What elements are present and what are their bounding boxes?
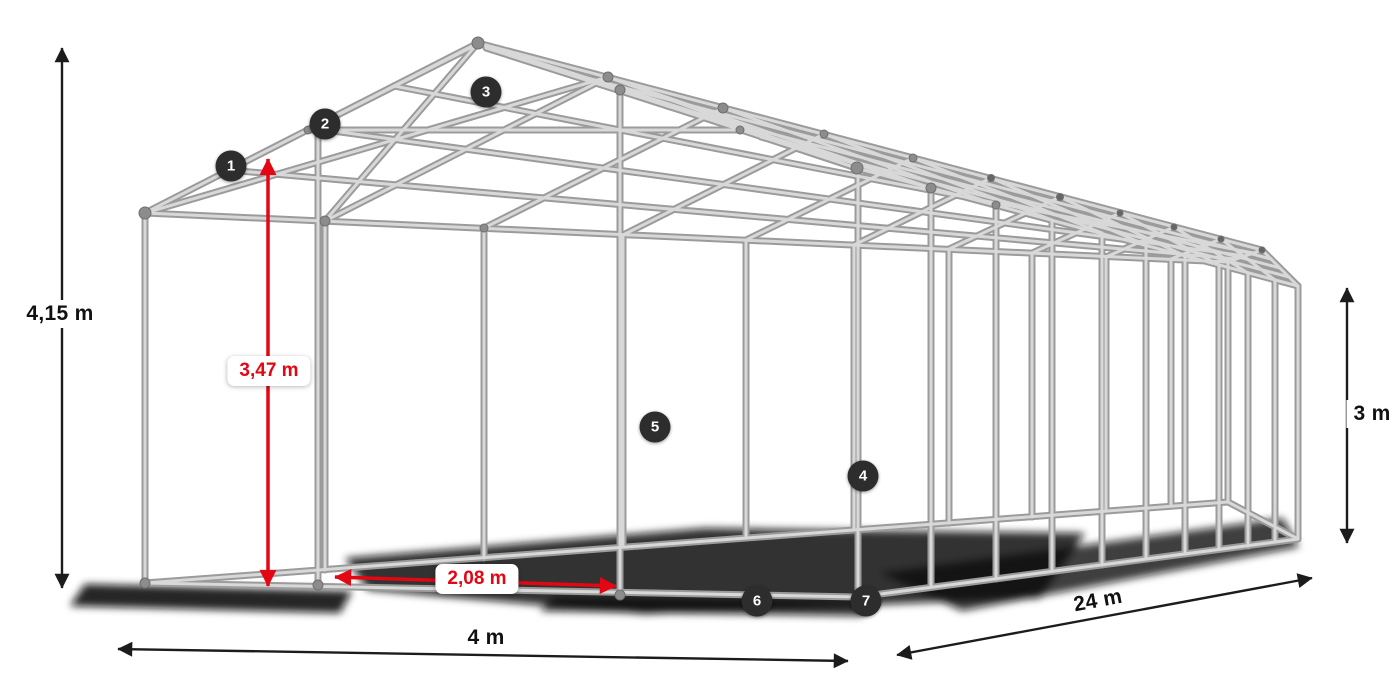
width-arrow — [117, 641, 849, 669]
part-marker-2[interactable]: 2 — [309, 108, 341, 140]
inner-height-label: 3,47 m — [227, 356, 311, 386]
part-marker-6[interactable]: 6 — [741, 585, 773, 617]
entrance-width-label: 2,08 m — [435, 564, 519, 594]
part-marker-5[interactable]: 5 — [639, 411, 671, 443]
part-marker-7[interactable]: 7 — [850, 585, 882, 617]
part-marker-1[interactable]: 1 — [215, 150, 247, 182]
part-marker-3[interactable]: 3 — [470, 76, 502, 108]
dimension-arrows — [54, 47, 1355, 669]
total-height-label: 4,15 m — [19, 300, 101, 328]
side-height-label: 3 m — [1346, 400, 1398, 428]
length-arrow — [896, 573, 1313, 660]
width-label: 4 m — [467, 626, 505, 649]
part-marker-4[interactable]: 4 — [847, 460, 879, 492]
